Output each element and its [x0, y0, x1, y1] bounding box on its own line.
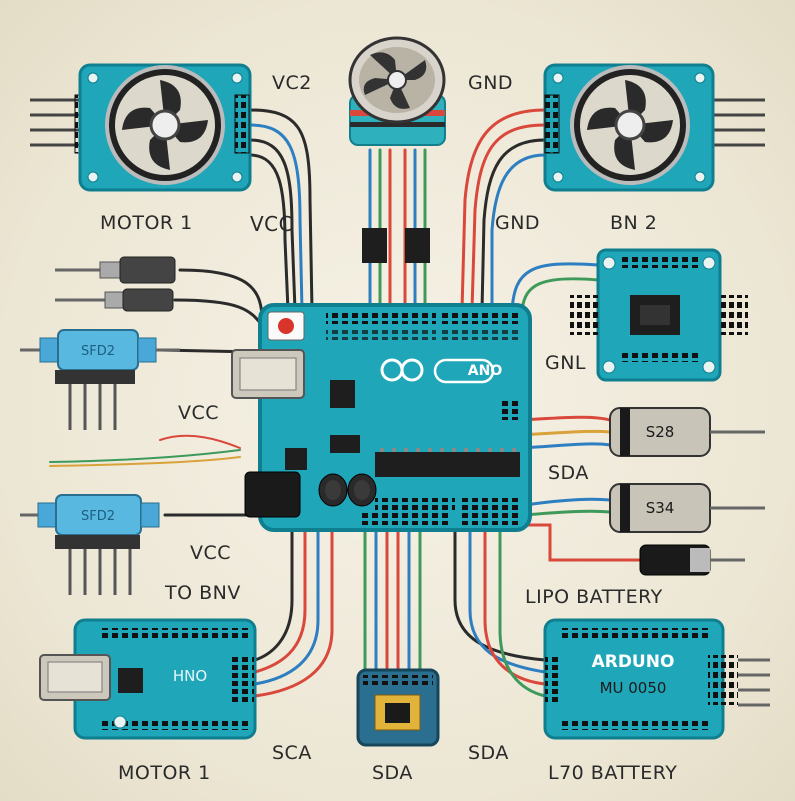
resistor-component-1 [609, 407, 765, 457]
label-l70-battery: L70 BATTERY [548, 762, 678, 784]
blue-cap-2-text: SFD2 [81, 509, 115, 524]
resistor-2-text: S34 [646, 499, 675, 517]
label-sca: SCA [272, 742, 312, 764]
module-bottom-center [356, 668, 440, 747]
sensor-module-right [570, 248, 748, 382]
label-motor1-top: MOTOR 1 [100, 212, 193, 234]
label-sda-right: SDA [548, 462, 589, 484]
arduino-board [231, 303, 532, 532]
label-gnd-mid: GND [495, 212, 541, 234]
module-left-text: HNO [173, 667, 207, 685]
fan-module-top-left [30, 63, 252, 192]
label-gnl: GNL [545, 352, 587, 374]
resistor-component-2 [609, 483, 765, 533]
label-gnd-top: GND [468, 72, 514, 94]
blue-cap-1-text: SFD2 [81, 344, 115, 359]
label-sda-bottom: SDA [372, 762, 413, 784]
small-motor-component [639, 544, 745, 576]
label-sda-bottom-right: SDA [468, 742, 509, 764]
module-right-line2: MU 0050 [600, 679, 667, 697]
label-lipo-battery: LIPO BATTERY [525, 586, 663, 608]
wires [49, 108, 642, 698]
fan-module-top-right [543, 63, 765, 192]
module-right-line1: ARDUNO [592, 652, 675, 672]
reset-button-icon [278, 318, 294, 334]
label-to-bnv: TO BNV [165, 582, 241, 604]
label-vc2: VC2 [272, 72, 312, 94]
module-bottom-right [543, 618, 770, 740]
label-vcc-lower: VCC [190, 542, 232, 564]
arduino-logo-text: ANO [468, 363, 503, 379]
label-vcc-top: VCC [250, 212, 294, 236]
brushless-motor [348, 36, 446, 263]
left-connectors [55, 256, 176, 312]
label-motor1-bottom: MOTOR 1 [118, 762, 211, 784]
label-bn2: BN 2 [610, 212, 658, 234]
blue-component-2 [20, 494, 160, 595]
label-vcc-left: VCC [178, 402, 220, 424]
module-bottom-left [39, 618, 257, 740]
blue-component-1 [20, 329, 180, 430]
resistor-1-text: S28 [646, 423, 675, 441]
